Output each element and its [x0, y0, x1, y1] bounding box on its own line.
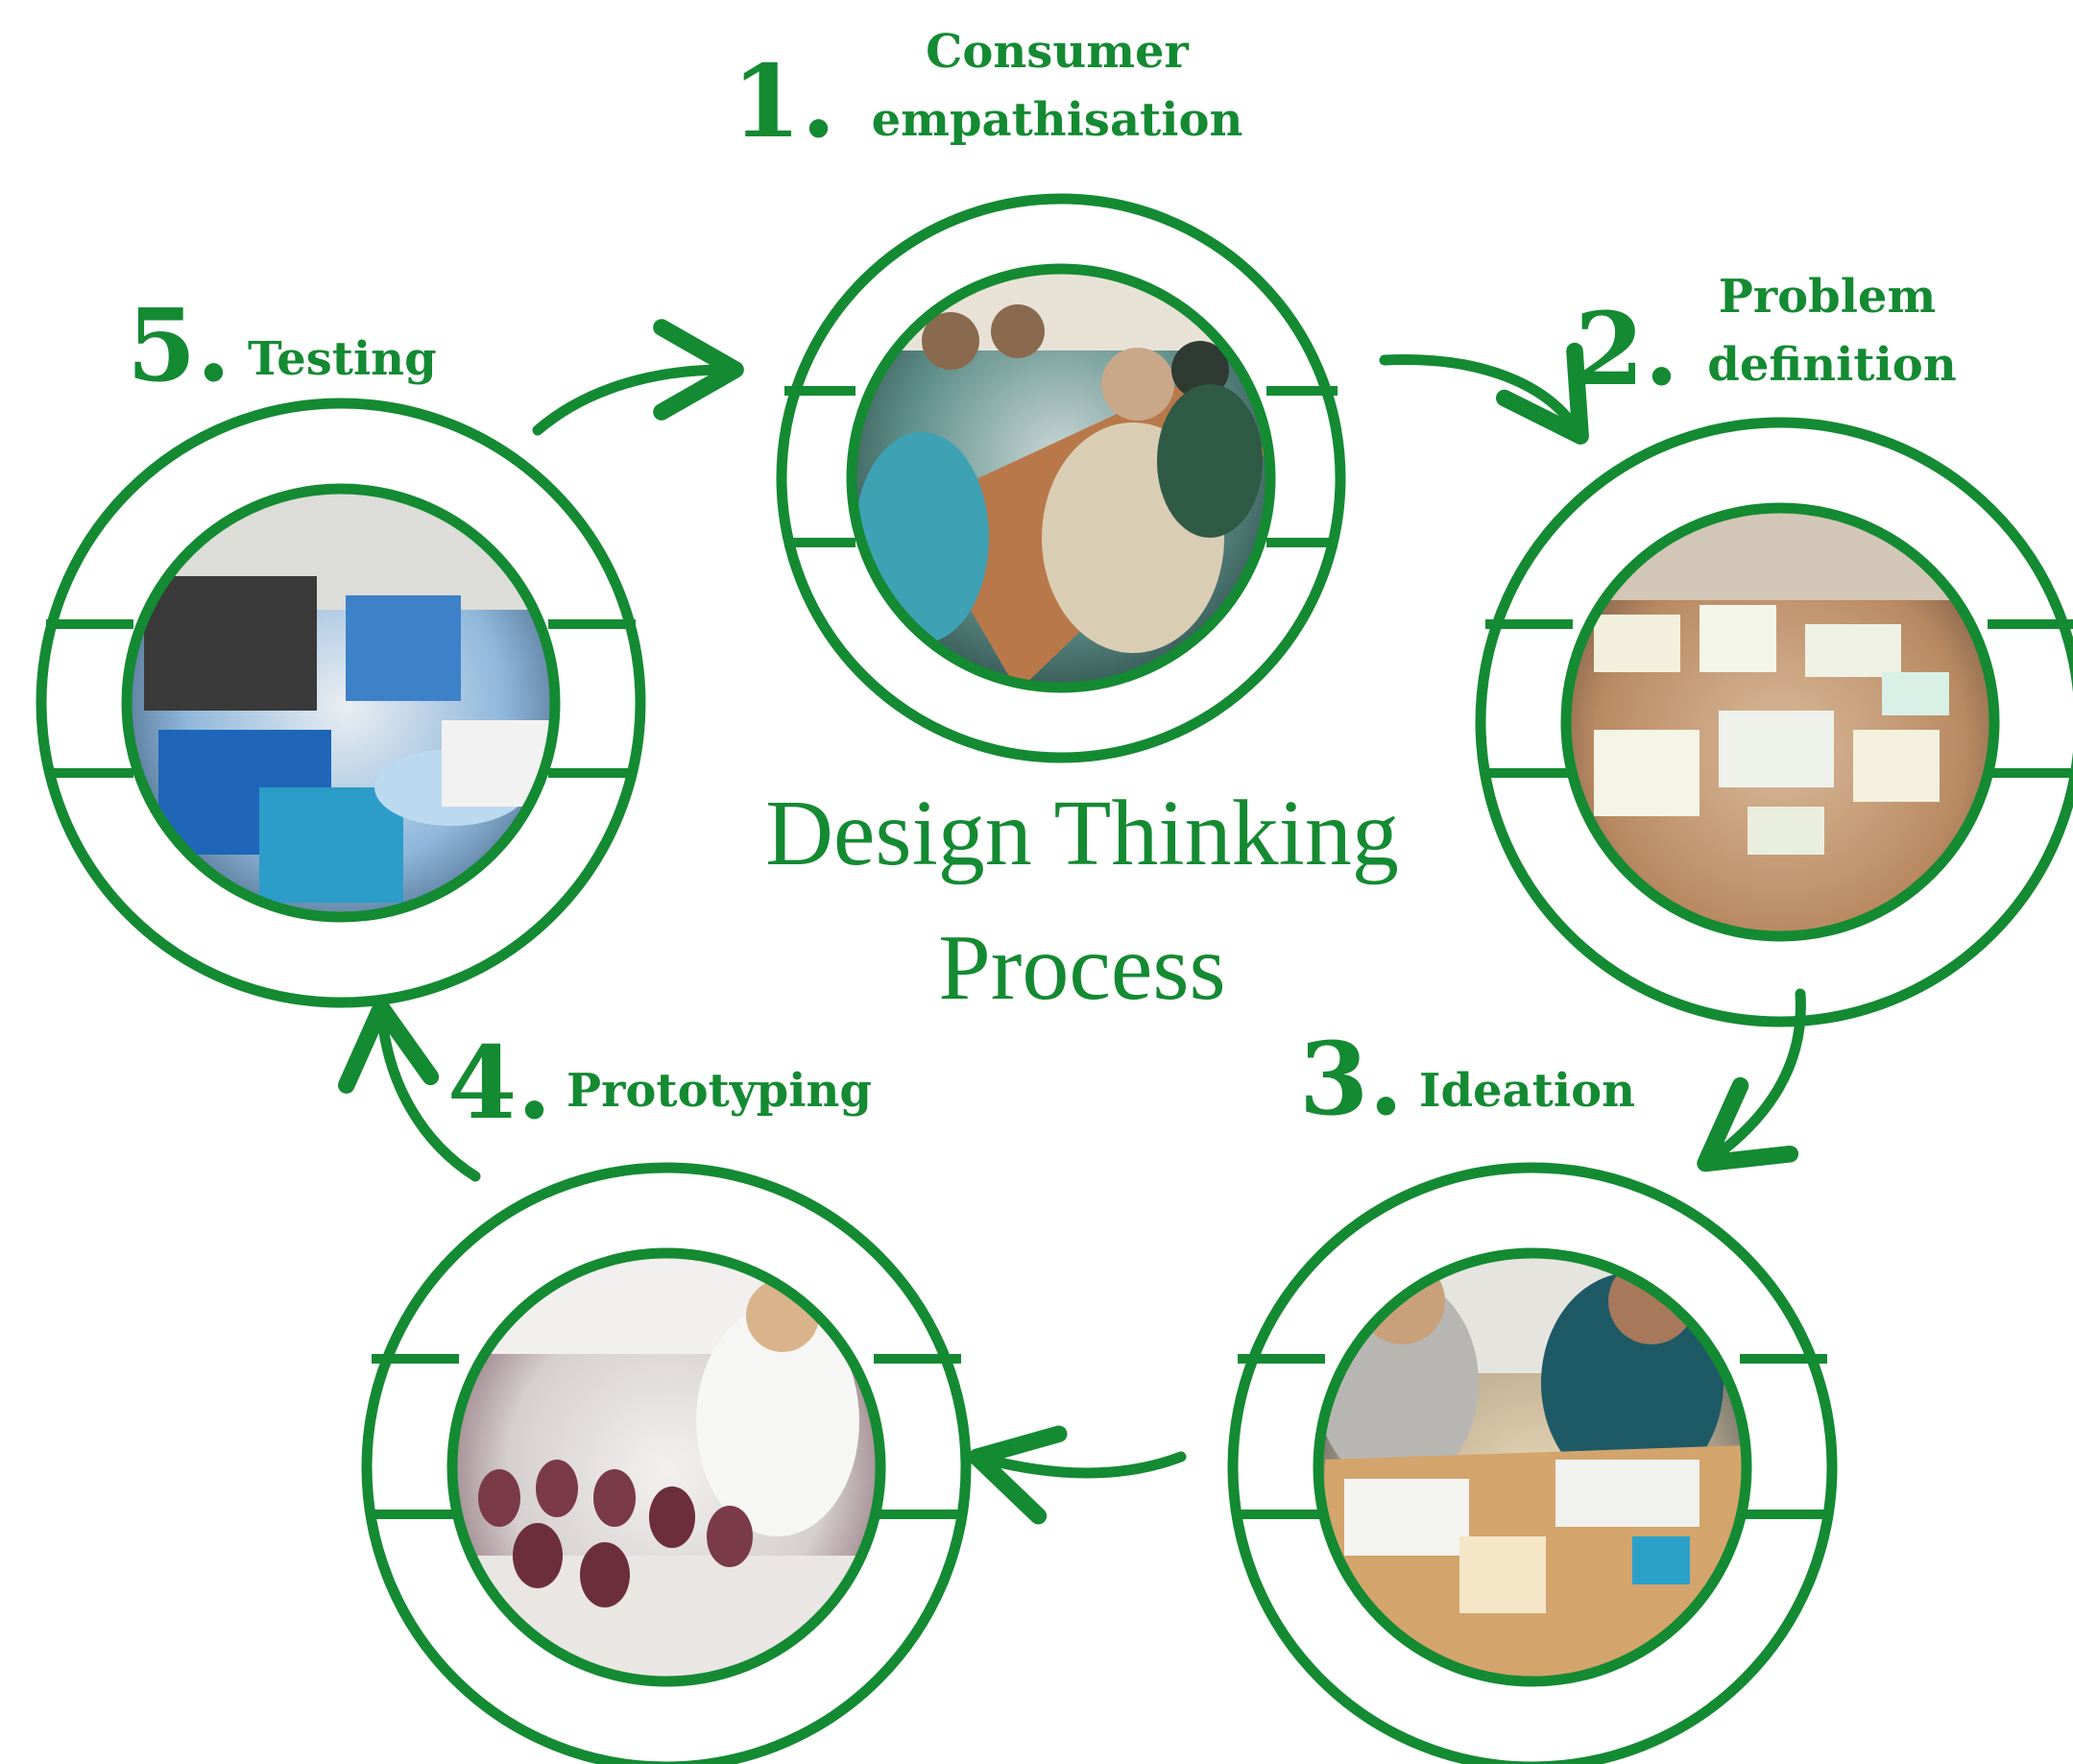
step-number: 5.	[127, 286, 231, 404]
outer-ring	[1227, 1162, 1838, 1764]
arrow-1-to-2	[1379, 342, 1589, 445]
lab-flasks-photo	[452, 1253, 880, 1681]
inner-ring	[1560, 502, 2000, 942]
inner-ring	[446, 1247, 886, 1687]
outer-ring	[361, 1162, 972, 1764]
step-2: 2. Problem definition	[1475, 270, 2073, 1027]
step-title-line2: definition	[1707, 338, 1956, 392]
outer-ring	[1475, 417, 2073, 1027]
step-number: 2.	[1575, 290, 1679, 408]
step-5: 5. Testing	[36, 286, 646, 1008]
inner-ring	[846, 263, 1276, 693]
inner-ring	[121, 483, 561, 923]
step-number: 3.	[1299, 1020, 1404, 1138]
center-title: Design Thinking Process	[765, 782, 1399, 1020]
inner-ring	[1313, 1247, 1752, 1687]
step-number: 1.	[732, 42, 836, 160]
outer-ring	[776, 193, 1346, 763]
step-1: 1. Consumer empathisation	[732, 25, 1346, 763]
step-title-line1: Ideation	[1419, 1064, 1635, 1118]
step-title-line1: Prototyping	[566, 1064, 872, 1118]
center-title-line2: Process	[938, 916, 1225, 1020]
step-title-line1: Consumer	[926, 25, 1189, 79]
step-title-line2: empathisation	[872, 93, 1243, 147]
arrow-2-to-3	[1697, 988, 1806, 1172]
arrow-3-to-4	[968, 1425, 1187, 1525]
arrow-5-to-1	[532, 319, 744, 436]
center-title-line1: Design Thinking	[765, 782, 1399, 885]
step-number: 4.	[447, 1024, 552, 1142]
step-title-line1: Testing	[248, 332, 437, 386]
step-title-line1: Problem	[1719, 270, 1937, 324]
step-4: 4. Prototyping	[361, 1024, 972, 1764]
cycle-arrows	[338, 319, 1806, 1525]
arrow-4-to-5	[338, 999, 481, 1182]
